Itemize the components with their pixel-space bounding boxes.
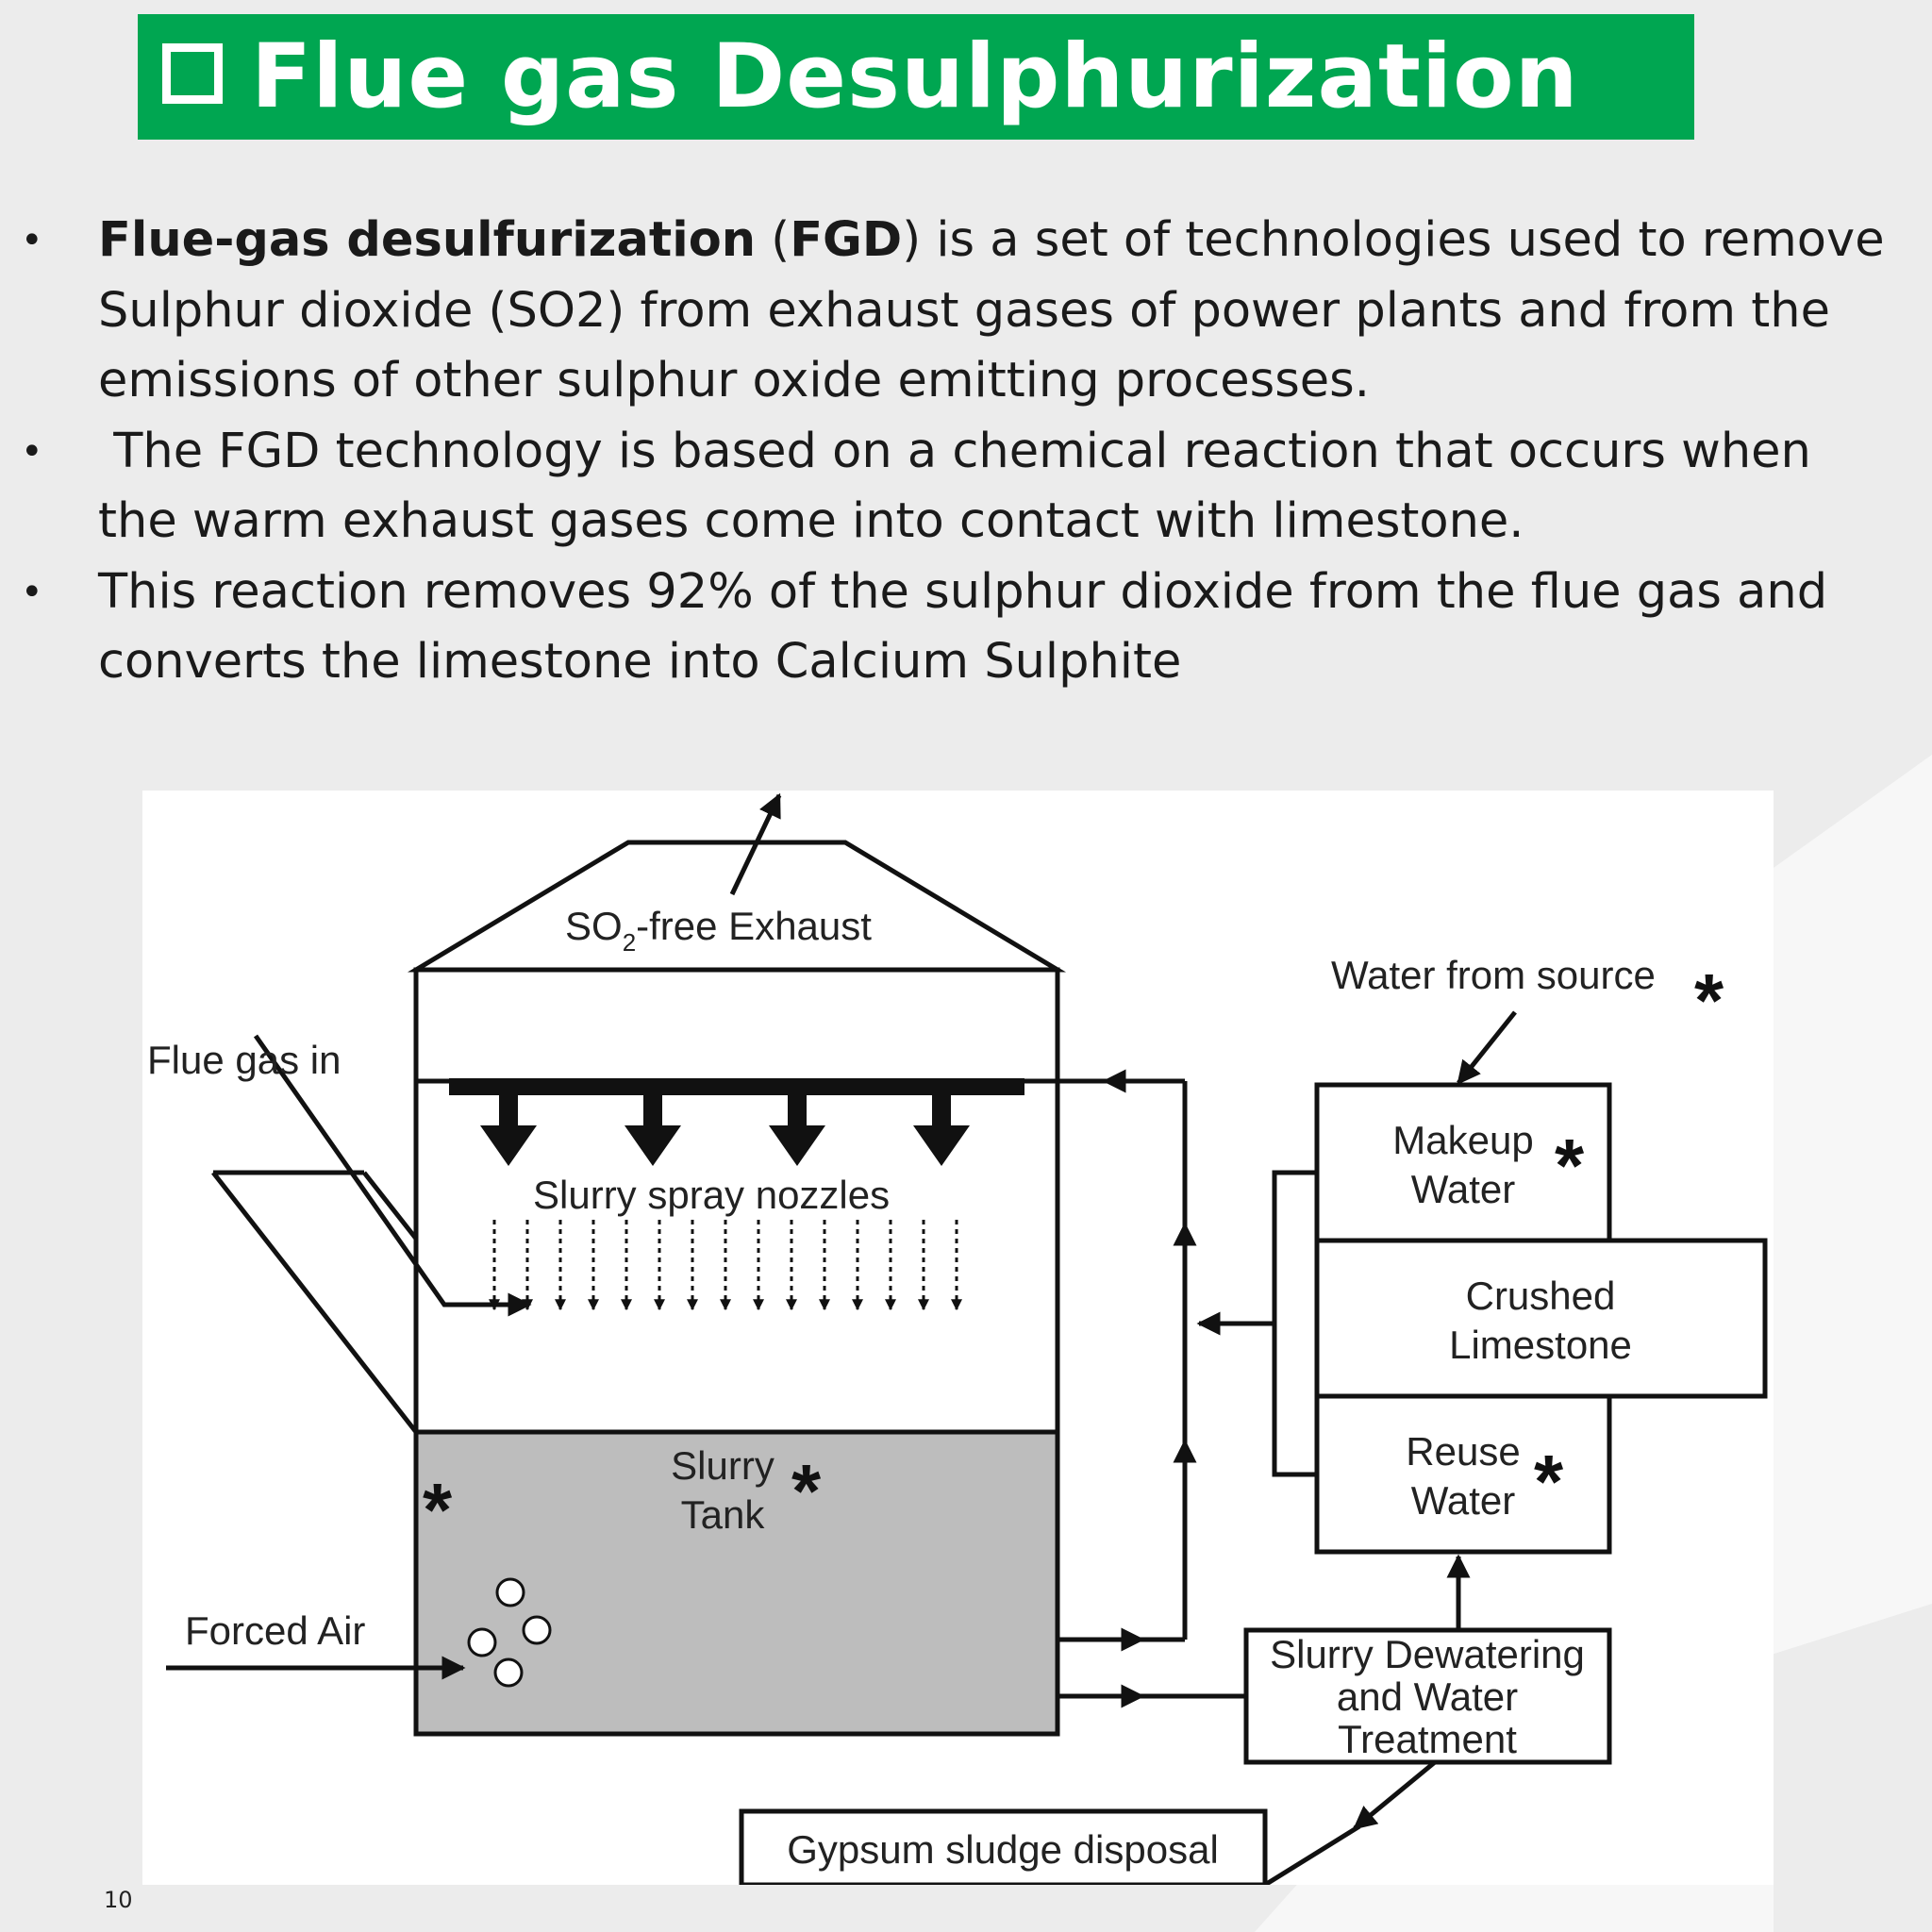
reuse-water-label: Water	[1411, 1478, 1515, 1523]
exhaust-arrow	[729, 792, 782, 896]
nozzle-arrows	[480, 1095, 970, 1166]
flue-gas-arrow	[253, 1034, 532, 1317]
recirculation-loop	[1058, 1078, 1188, 1642]
bullet-dot-icon: •	[21, 570, 43, 614]
reuse-water-label: Reuse	[1406, 1429, 1520, 1474]
bullet-line: Sulphur dioxide (SO2) from exhaust gases…	[98, 282, 1830, 339]
asterisk-marker: *	[791, 1449, 822, 1533]
asterisk-marker: *	[1694, 958, 1724, 1042]
crushed-limestone-label: Limestone	[1449, 1323, 1632, 1367]
dewatering-label: Slurry Dewatering	[1270, 1632, 1585, 1676]
bullet-line: converts the limestone into Calcium Sulp…	[98, 634, 1182, 690]
term-fgd-full: Flue-gas desulfurization	[98, 212, 757, 268]
fgd-diagram: SO2-free Exhaust Flue gas in Slurry spra…	[142, 791, 1774, 1885]
gypsum-connector	[1263, 1824, 1361, 1885]
slurry-tank-label: Tank	[681, 1492, 766, 1537]
bullet-item: • This reaction removes 92% of the sulph…	[0, 558, 1828, 698]
slurry-tank-label: Slurry	[671, 1443, 774, 1488]
makeup-water-label: Makeup	[1392, 1118, 1533, 1162]
gypsum-sludge-disposal-label: Gypsum sludge disposal	[787, 1827, 1219, 1872]
air-bubbles	[467, 1577, 552, 1688]
bullet-line: emissions of other sulphur oxide emittin…	[98, 353, 1370, 408]
bullet-line: This reaction removes 92% of the sulphur…	[98, 563, 1828, 620]
water-from-source-label: Water from source	[1331, 953, 1656, 997]
bullet-item: • The FGD technology is based on a chemi…	[0, 417, 1811, 558]
asterisk-marker: *	[1555, 1124, 1585, 1208]
bullet-line: Flue-gas desulfurization (FGD) is a set …	[98, 206, 1885, 276]
nozzle-arrow-icon	[913, 1095, 970, 1166]
bullet-list: • Flue-gas desulfurization (FGD) is a se…	[0, 206, 1887, 698]
bullet-dot-icon: •	[21, 219, 43, 262]
gypsum-box	[739, 1808, 1268, 1885]
slurry-tank	[413, 1429, 1060, 1737]
page-number: 10	[104, 1887, 133, 1913]
dewatering-label: Treatment	[1338, 1717, 1517, 1761]
nozzle-arrow-icon	[480, 1095, 537, 1166]
checkbox-square-icon	[162, 42, 223, 104]
asterisk-marker: *	[1534, 1440, 1564, 1524]
nozzle-arrow-icon	[625, 1095, 681, 1166]
water-source-arrow	[1457, 1010, 1517, 1085]
crushed-limestone-box	[1314, 1238, 1768, 1399]
forced-air-label: Forced Air	[185, 1608, 365, 1653]
nozzle-arrow-icon	[769, 1095, 825, 1166]
term-fgd-abbrev: FGD	[790, 212, 903, 268]
makeup-water-label: Water	[1411, 1167, 1515, 1211]
bullet-item: • Flue-gas desulfurization (FGD) is a se…	[0, 206, 1885, 417]
bubble-icon	[493, 1657, 524, 1688]
dewatering-label: and Water	[1337, 1674, 1518, 1719]
slide-title: Flue gas Desulphurization	[251, 25, 1579, 128]
asterisk-marker: *	[423, 1468, 453, 1552]
reuse-water-box	[1314, 1393, 1612, 1555]
text-segment: ) is a set of technologies used to remov…	[902, 212, 1885, 268]
dewatering-to-gypsum-arrow	[1353, 1760, 1437, 1830]
feed-bracket	[1272, 1170, 1317, 1477]
bubble-icon	[495, 1577, 525, 1607]
bubble-icon	[467, 1627, 497, 1657]
slurry-spray-nozzles-label: Slurry spray nozzles	[533, 1173, 890, 1217]
flue-gas-duct	[211, 1170, 418, 1434]
fgd-diagram-svg: SO2-free Exhaust Flue gas in Slurry spra…	[147, 792, 1768, 1885]
spray-header	[449, 1078, 1024, 1095]
text-segment: (	[756, 212, 791, 268]
bullet-dot-icon: •	[21, 429, 43, 474]
flue-gas-in-label: Flue gas in	[147, 1038, 341, 1082]
bubble-icon	[522, 1615, 552, 1645]
crushed-limestone-label: Crushed	[1466, 1274, 1616, 1318]
makeup-water-box	[1314, 1082, 1612, 1243]
so2-free-exhaust-label: SO2-free Exhaust	[565, 904, 872, 957]
bullet-line: the warm exhaust gases come into contact…	[98, 493, 1524, 549]
title-bar: Flue gas Desulphurization	[138, 14, 1694, 140]
bullet-line: The FGD technology is based on a chemica…	[98, 423, 1811, 479]
